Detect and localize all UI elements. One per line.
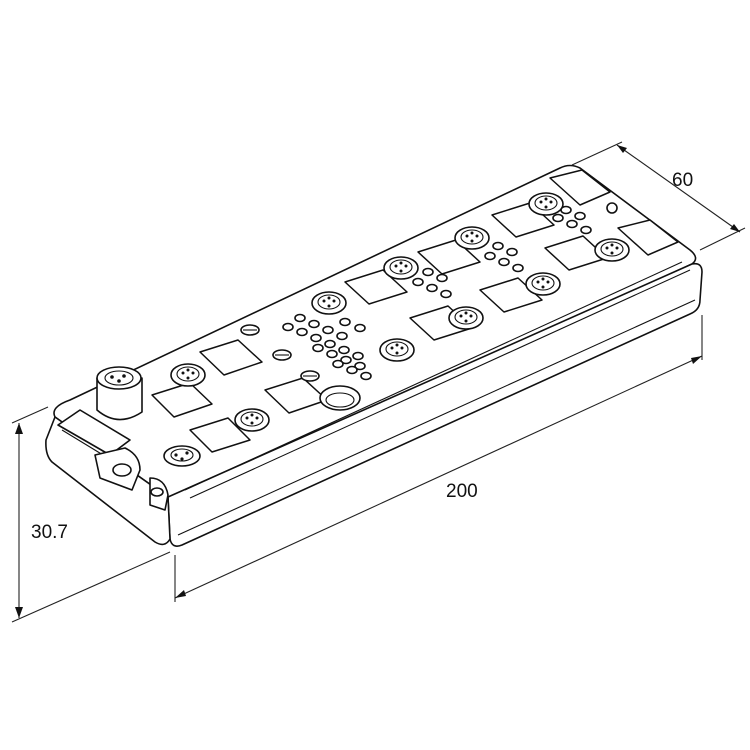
power-connector <box>96 366 143 421</box>
led-dot <box>338 345 350 355</box>
socket-4 <box>379 338 415 362</box>
socket-1 <box>170 363 206 387</box>
right-mounting-tab <box>549 169 679 256</box>
socket-10 <box>594 238 630 262</box>
led-dot <box>506 247 518 257</box>
led-dot <box>340 355 352 365</box>
led-dot <box>310 333 322 343</box>
round-cap <box>319 385 361 411</box>
socket-8 <box>525 272 561 296</box>
led-dot <box>436 273 448 283</box>
dimension-width <box>571 141 746 251</box>
m12-sockets <box>170 192 630 432</box>
led-dot <box>352 351 364 361</box>
led-dot <box>308 319 320 329</box>
led-dot <box>422 267 434 277</box>
led-dot <box>426 283 438 293</box>
led-dot <box>326 349 338 359</box>
led-dot <box>498 257 510 267</box>
led-dot <box>296 327 308 337</box>
dimension-length-label: 200 <box>446 481 478 502</box>
led-dot <box>312 343 324 353</box>
led-dot <box>346 365 358 375</box>
led-dot <box>294 313 306 323</box>
dimension-width-label: 60 <box>672 170 693 191</box>
socket-3 <box>311 291 347 315</box>
power-connector-2 <box>163 445 201 467</box>
led-dot <box>412 277 424 287</box>
socket-2 <box>234 408 270 432</box>
led-dot <box>574 211 586 221</box>
led-dot <box>440 289 452 299</box>
led-dot <box>560 205 572 215</box>
led-dot <box>512 263 524 273</box>
dimension-length <box>174 315 703 602</box>
socket-6 <box>448 306 484 330</box>
led-dot <box>282 322 294 332</box>
led-dot <box>336 331 348 341</box>
led-dot <box>354 361 366 371</box>
led-dot <box>566 219 578 229</box>
socket-9 <box>528 192 564 216</box>
led-dot <box>354 323 366 333</box>
led-dot <box>492 241 504 251</box>
led-dot <box>360 371 372 381</box>
led-dot <box>552 213 564 223</box>
led-dot <box>339 317 351 327</box>
screw-slots <box>240 324 320 382</box>
socket-7 <box>454 226 490 250</box>
led-dot <box>332 359 344 369</box>
socket-5 <box>383 256 419 280</box>
mounting-hole-left <box>112 463 132 477</box>
dimension-height <box>11 406 171 623</box>
led-dot <box>324 339 336 349</box>
led-dot <box>322 325 334 335</box>
led-dot <box>484 251 496 261</box>
module-body <box>45 164 703 547</box>
led-indicators <box>282 205 592 381</box>
led-dot <box>580 225 592 235</box>
left-mounting-tab <box>57 409 169 511</box>
dimension-height-label: 30.7 <box>31 522 68 543</box>
